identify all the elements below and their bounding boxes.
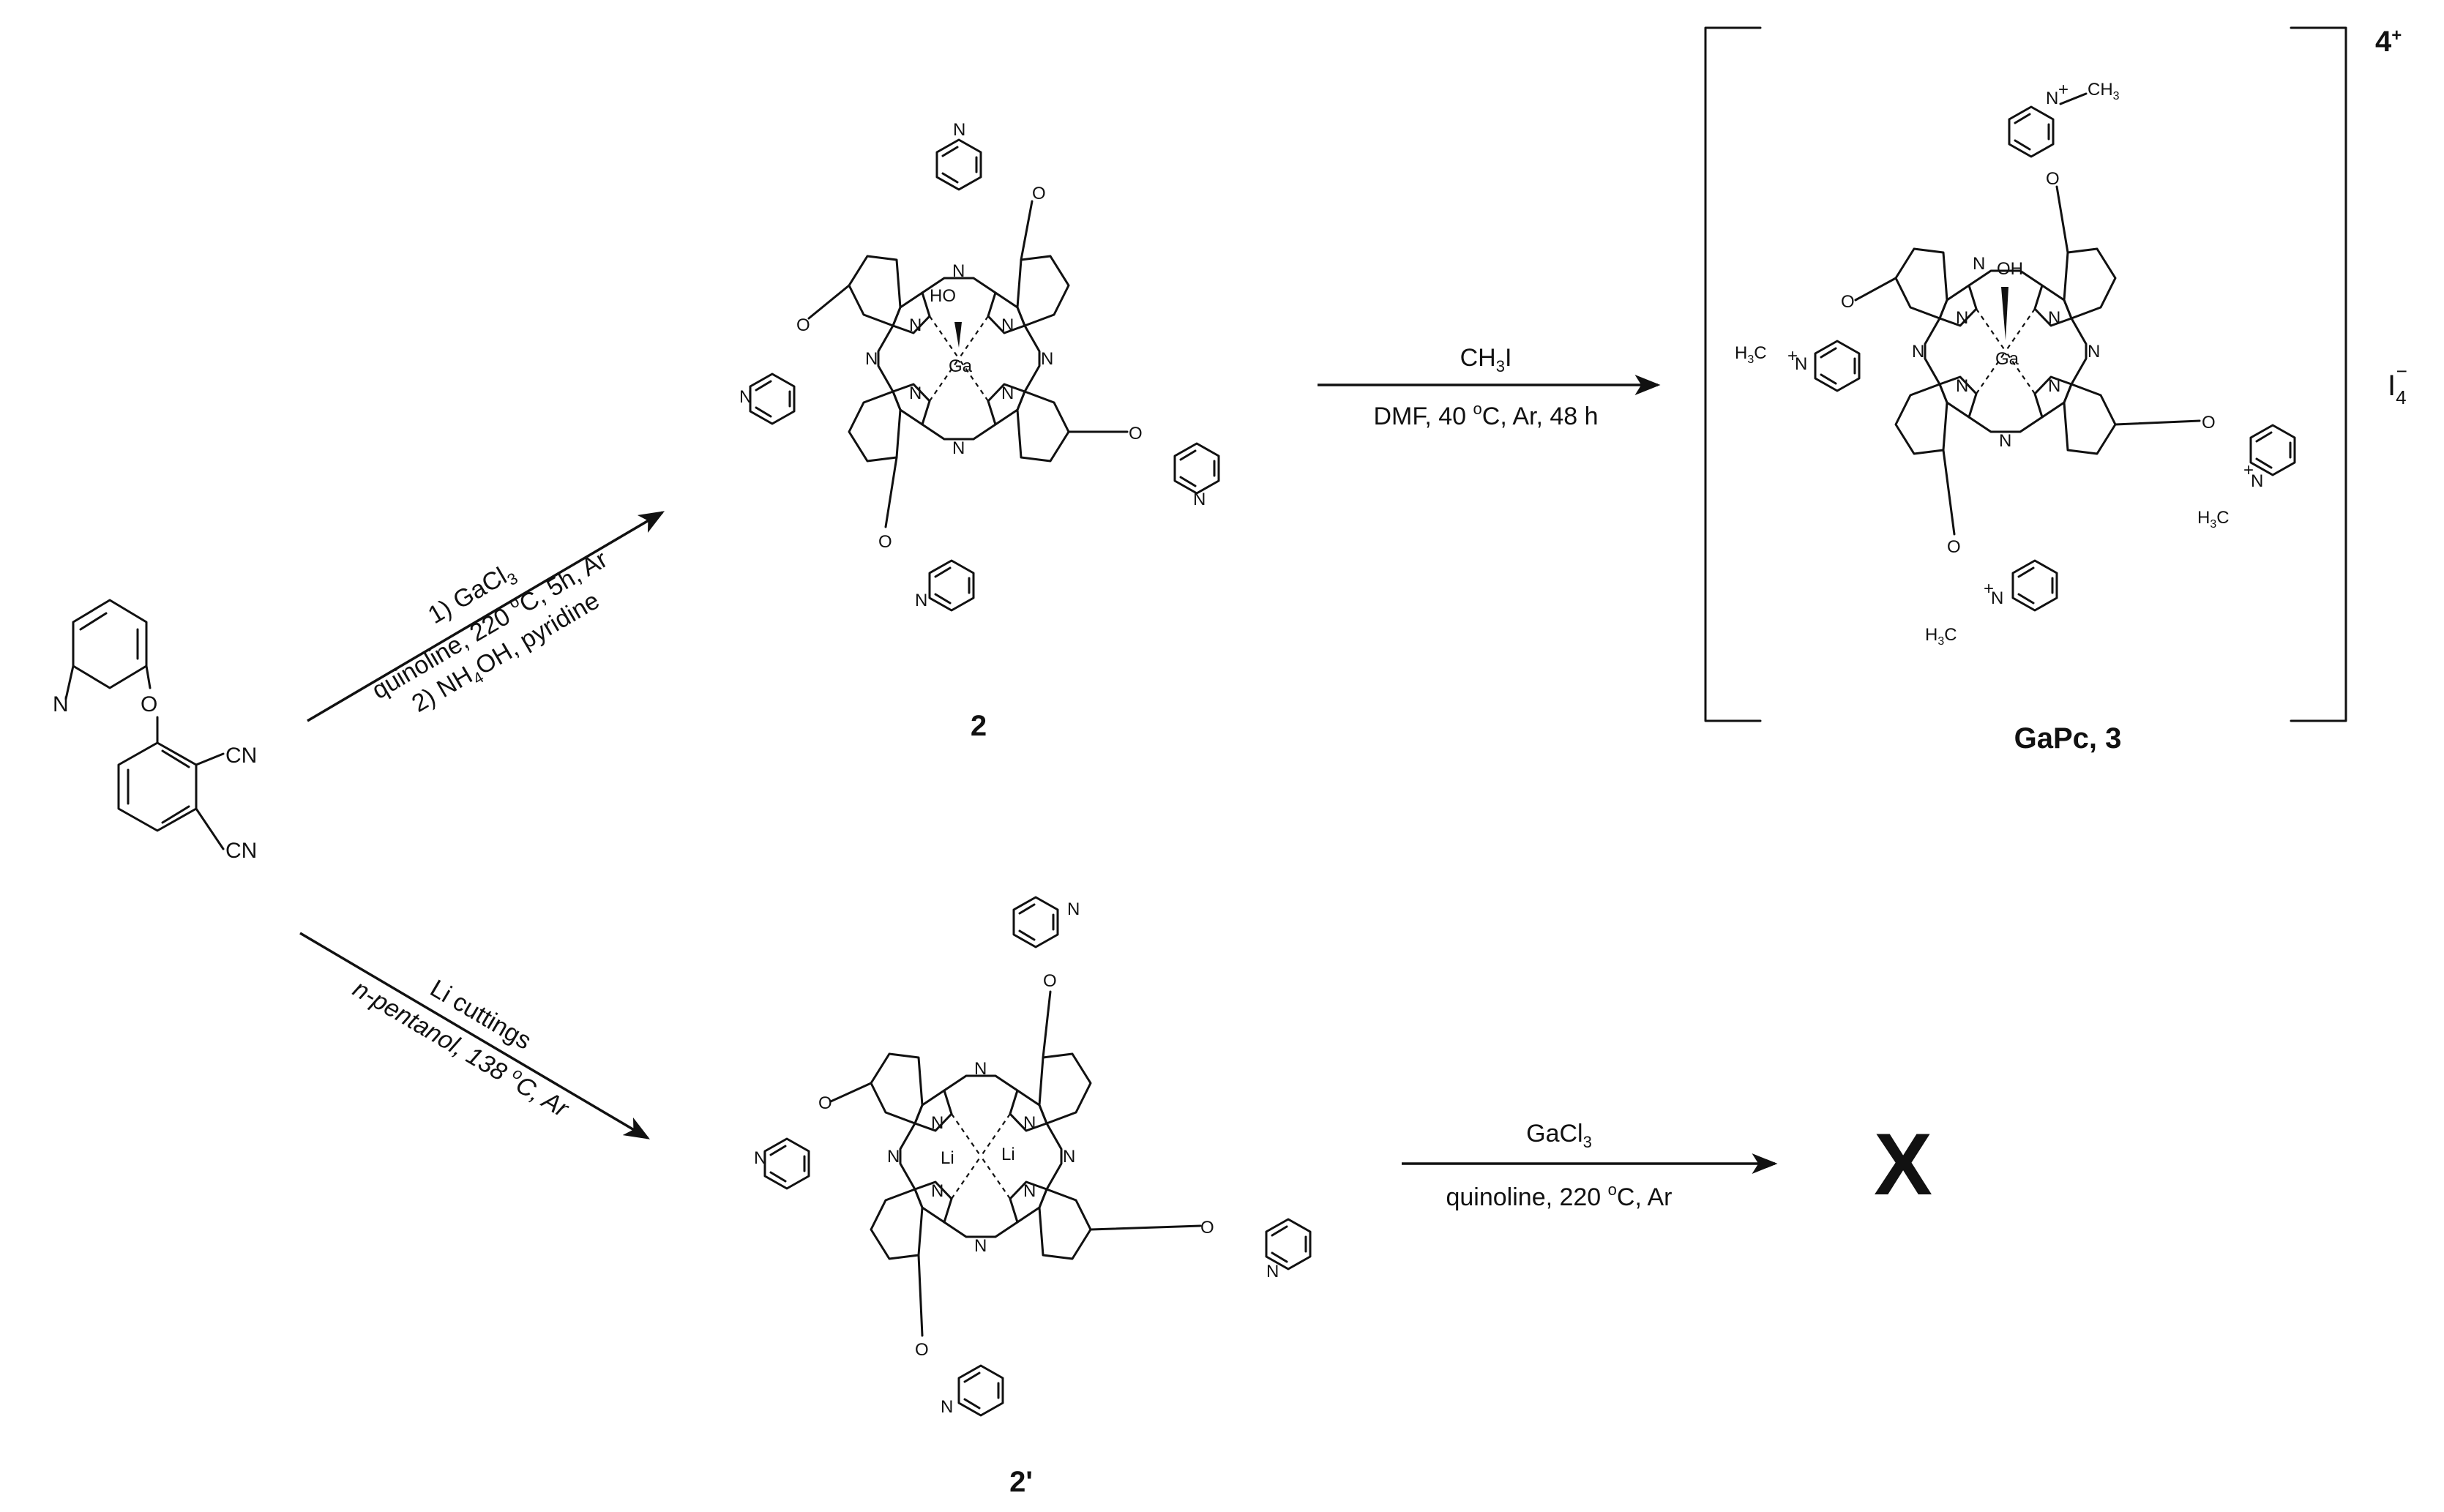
c3-plus-bottom: +: [1984, 579, 1994, 599]
compound-2-structure: Ga HO N N N N N N N N O N O N O N O N: [739, 120, 1220, 612]
arrow-step4: GaCl3 quinoline, 220 oC, Ar: [1402, 1120, 1778, 1211]
c2p-pyr-n-top: N: [1067, 899, 1080, 919]
c3-n2: N: [2048, 308, 2060, 328]
c3-plus-right: +: [2243, 460, 2254, 480]
c3-meso-n3: N: [2088, 342, 2100, 362]
c2p-li1: Li: [941, 1148, 954, 1168]
c3-pyr-n-top: N: [2046, 89, 2058, 108]
c2-pyr-n-right: N: [1193, 490, 1206, 509]
c2p-meso-n4: N: [974, 1236, 987, 1256]
sm-pyridine-n: N: [53, 692, 69, 716]
c2-n4: N: [1001, 383, 1014, 403]
c3-o-top: O: [2046, 169, 2060, 189]
compound-2p-structure: Li Li N N N N N N N N O N O N O N O N: [754, 896, 1312, 1417]
step4-above: GaCl3: [1526, 1120, 1592, 1151]
c3-o-right: O: [2202, 413, 2216, 433]
counter-ion: I4−: [2388, 360, 2407, 408]
c3-h3c-bottom: H3C: [1925, 625, 1957, 648]
c2-n2: N: [1001, 315, 1014, 335]
c3-meso-n2: N: [1912, 342, 1924, 362]
bracket-charge: 4+: [2375, 26, 2402, 58]
starting-material: N O CN CN: [53, 599, 257, 863]
c3-meso-n4: N: [1999, 431, 2011, 451]
c3-h3c-left: H3C: [1735, 343, 1767, 366]
c2p-li2: Li: [1001, 1145, 1015, 1164]
step4-below: quinoline, 220 oC, Ar: [1446, 1180, 1672, 1211]
arrow-step3-line: [299, 932, 651, 1139]
arrow-step3: Li cuttings n-pentanol, 138 oC, Ar: [299, 932, 651, 1139]
c2-meso-n2: N: [865, 349, 878, 369]
c3-oh: OH: [1997, 259, 2023, 279]
c2-meso-n4: N: [952, 438, 965, 458]
arrow-step2: CH3I DMF, 40 oC, Ar, 48 h: [1318, 344, 1661, 430]
c3-plus-top: +: [2058, 80, 2069, 100]
c2-ga: Ga: [949, 356, 973, 376]
c2p-n3: N: [931, 1181, 943, 1201]
sm-nitrile-1: CN: [225, 744, 257, 768]
c3-ga: Ga: [1995, 349, 2019, 369]
sm-ether-o: O: [141, 692, 157, 716]
c3-h3c-right: H3C: [2197, 508, 2230, 531]
c2p-o-bottom: O: [915, 1340, 929, 1360]
step2-above: CH3I: [1460, 344, 1512, 375]
compound-3-label: GaPc, 3: [2014, 722, 2122, 755]
compound-2-label: 2: [971, 710, 987, 742]
c2p-n1: N: [931, 1113, 943, 1133]
c3-pyr-n-right: N: [2251, 471, 2263, 491]
c2p-pyr-n-right: N: [1266, 1262, 1279, 1281]
c3-n1: N: [1956, 308, 1968, 328]
step2-below: DMF, 40 oC, Ar, 48 h: [1373, 400, 1598, 430]
c2p-n2: N: [1023, 1113, 1036, 1133]
c3-pyr-n-left: N: [1795, 354, 1807, 374]
arrow-step1: 1) GaCl3 quinoline, 220 oC, 5h, Ar 2) NH…: [307, 511, 665, 722]
c2p-o-top: O: [1043, 971, 1057, 991]
sm-benzene-ring: [117, 741, 198, 832]
c3-n4: N: [2048, 376, 2060, 396]
compound-3-structure: Ga OH N N N N N N N N O N + CH3 O N + H3…: [1735, 80, 2296, 648]
compound-3-brackets: [1704, 26, 2347, 722]
c2-pyr-n-bottom: N: [915, 591, 927, 610]
c2-ho: HO: [930, 286, 956, 306]
c2-meso-n1: N: [952, 261, 965, 281]
c2-o-right: O: [1129, 424, 1143, 444]
c2p-pyr-n-left: N: [754, 1148, 766, 1168]
compound-2p-label: 2': [1009, 1466, 1033, 1498]
c3-meso-n1: N: [1973, 254, 1985, 274]
arrow-step1-line: [307, 511, 665, 722]
c2-n1: N: [909, 315, 922, 335]
sm-pyridine-ring: [72, 599, 148, 689]
sm-nitrile-2: CN: [225, 839, 257, 863]
c3-o-bottom: O: [1947, 537, 1961, 557]
c2p-n4: N: [1023, 1181, 1036, 1201]
c2-o-top: O: [1032, 184, 1046, 203]
c3-n3: N: [1956, 376, 1968, 396]
c2p-meso-n2: N: [887, 1147, 900, 1167]
c2p-o-right: O: [1200, 1218, 1214, 1238]
c2p-meso-n3: N: [1063, 1147, 1075, 1167]
c2-pyr-n-left: N: [739, 387, 752, 407]
c2-o-left: O: [796, 315, 810, 335]
c2p-pyr-n-bottom: N: [941, 1397, 953, 1417]
c3-ch3-top: CH3: [2088, 80, 2120, 102]
c2-pyr-n-top: N: [953, 120, 965, 140]
c3-plus-left: +: [1787, 346, 1798, 366]
c2p-meso-n1: N: [974, 1059, 987, 1079]
c2-n3: N: [909, 383, 922, 403]
c3-o-left: O: [1841, 292, 1855, 312]
c3-pyr-n-bottom: N: [1991, 588, 2003, 608]
product-x: X: [1874, 1115, 1932, 1213]
c2-o-bottom: O: [878, 532, 892, 552]
c2p-o-left: O: [818, 1093, 832, 1113]
c2-meso-n3: N: [1041, 349, 1053, 369]
